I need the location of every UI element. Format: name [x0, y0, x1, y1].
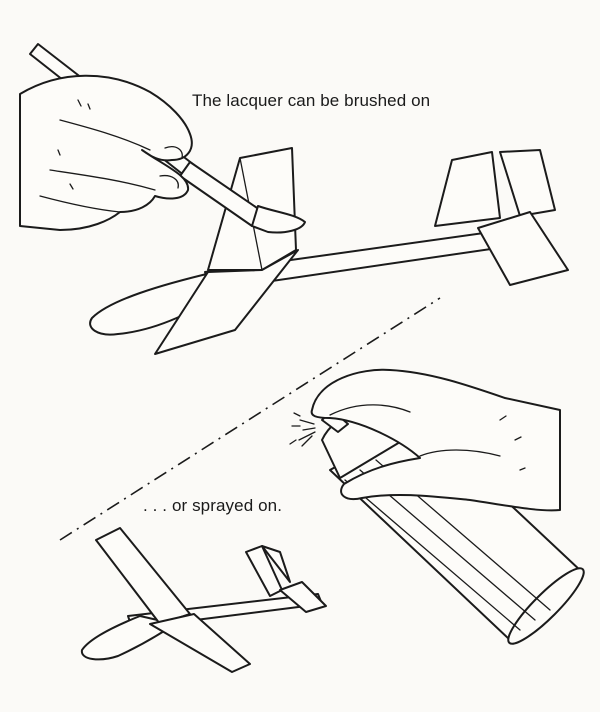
- hand-brush-icon: [19, 43, 306, 234]
- caption-sprayed: . . . or sprayed on.: [143, 496, 283, 515]
- glider-icon: [80, 527, 327, 673]
- caption-brushed: The lacquer can be brushed on: [192, 91, 431, 110]
- hand-spray-icon: [289, 368, 585, 645]
- section-divider: [59, 297, 441, 541]
- large-glider: [89, 147, 569, 355]
